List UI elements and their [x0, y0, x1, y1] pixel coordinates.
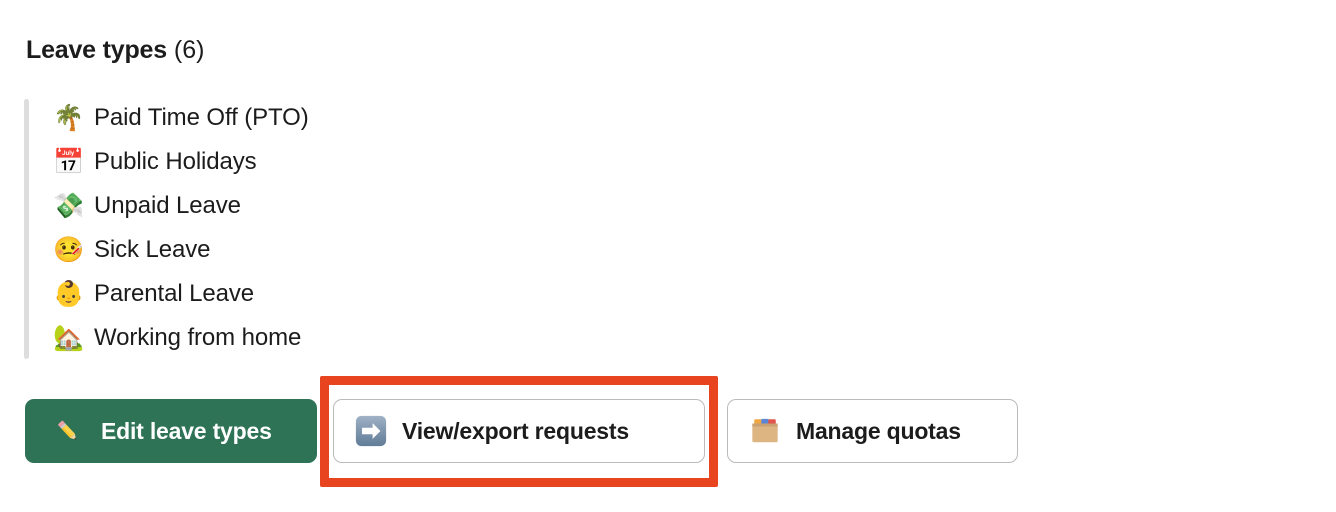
edit-leave-types-label: Edit leave types [101, 417, 272, 444]
list-item-label: Working from home [94, 324, 302, 351]
quote-bar [24, 99, 29, 359]
leave-types-block: 🌴 Paid Time Off (PTO) 📅 Public Holidays … [24, 99, 1314, 359]
list-item: 🏡 Working from home [52, 316, 309, 360]
leave-type-count: (6) [173, 36, 205, 64]
baby-emoji: 👶 [53, 279, 85, 308]
card-index-dividers-emoji [748, 416, 782, 446]
list-item: 📅 Public Holidays [52, 140, 309, 184]
manage-quotas-button[interactable]: Manage quotas [727, 399, 1018, 463]
page-title: Leave types (6) [26, 34, 204, 66]
view-export-requests-label: View/export requests [402, 417, 629, 444]
house-with-garden-emoji: 🏡 [53, 323, 85, 352]
page-title-text: Leave types [26, 36, 167, 64]
palm-tree-emoji: 🌴 [53, 103, 85, 132]
list-item-label: Paid Time Off (PTO) [94, 104, 309, 131]
leave-types-list: 🌴 Paid Time Off (PTO) 📅 Public Holidays … [52, 96, 309, 360]
list-item: 🌴 Paid Time Off (PTO) [52, 96, 309, 140]
right-arrow-emoji [354, 414, 388, 448]
list-item-label: Public Holidays [94, 148, 257, 175]
manage-quotas-label: Manage quotas [796, 417, 961, 444]
pencil-emoji [51, 416, 85, 446]
list-item: 🤒 Sick Leave [52, 228, 309, 272]
calendar-emoji: 📅 [53, 147, 85, 176]
list-item: 👶 Parental Leave [52, 272, 309, 316]
money-with-wings-emoji: 💸 [53, 191, 85, 220]
view-export-requests-button[interactable]: View/export requests [333, 399, 705, 463]
list-item-label: Unpaid Leave [94, 192, 241, 219]
list-item-label: Parental Leave [94, 280, 255, 307]
edit-leave-types-button[interactable]: Edit leave types [25, 399, 317, 463]
list-item-label: Sick Leave [94, 236, 211, 263]
face-with-thermometer-emoji: 🤒 [53, 235, 85, 264]
list-item: 💸 Unpaid Leave [52, 184, 309, 228]
